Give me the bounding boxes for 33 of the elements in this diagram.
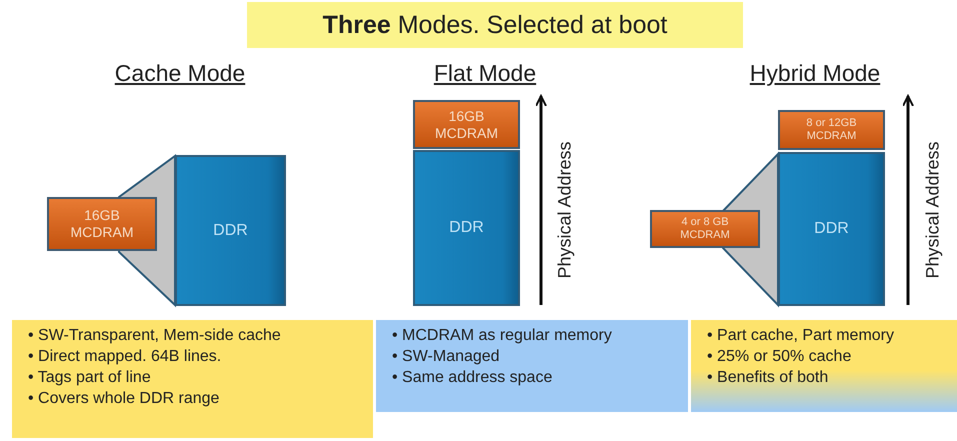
memory-block (413, 150, 520, 306)
memory-block (778, 110, 885, 150)
block-label: 8 or 12GB MCDRAM (805, 116, 858, 144)
axis-label: Physical Address (554, 141, 576, 279)
memory-block (47, 197, 157, 251)
bullet-text: • 25% or 50% cache (707, 347, 852, 367)
memory-block (413, 100, 520, 149)
mode-heading: Flat Mode (434, 60, 536, 87)
bullet-text: • Direct mapped. 64B lines. (28, 347, 222, 367)
mode-heading: Hybrid Mode (750, 60, 880, 87)
bullet-text: • SW-Managed (392, 347, 501, 367)
block-label: 16GB MCDRAM (434, 108, 499, 142)
bullet-text: • Tags part of line (28, 368, 152, 388)
memory-block (175, 155, 286, 306)
memory-block (650, 210, 760, 248)
mode-heading: Cache Mode (114, 60, 246, 87)
block-label: DDR (213, 220, 248, 240)
axis-label: Physical Address (922, 141, 944, 279)
block-label: DDR (449, 218, 484, 238)
block-label: DDR (814, 219, 849, 239)
bullet-panel (12, 320, 373, 438)
bullet-panel (691, 320, 957, 412)
block-label: 16GB MCDRAM (70, 207, 134, 241)
bullet-text: • SW-Transparent, Mem-side cache (28, 326, 282, 346)
block-label: 4 or 8 GB MCDRAM (679, 216, 731, 242)
bullet-text: • Same address space (392, 368, 554, 388)
memory-block (778, 152, 885, 306)
bullet-panel (376, 320, 688, 412)
bullet-text: • MCDRAM as regular memory (392, 326, 613, 346)
bullet-text: • Covers whole DDR range (28, 389, 220, 409)
bullet-text: • Part cache, Part memory (707, 326, 895, 346)
title: Three Modes. Selected at boot (322, 10, 668, 40)
bullet-text: • Benefits of both (707, 368, 830, 388)
